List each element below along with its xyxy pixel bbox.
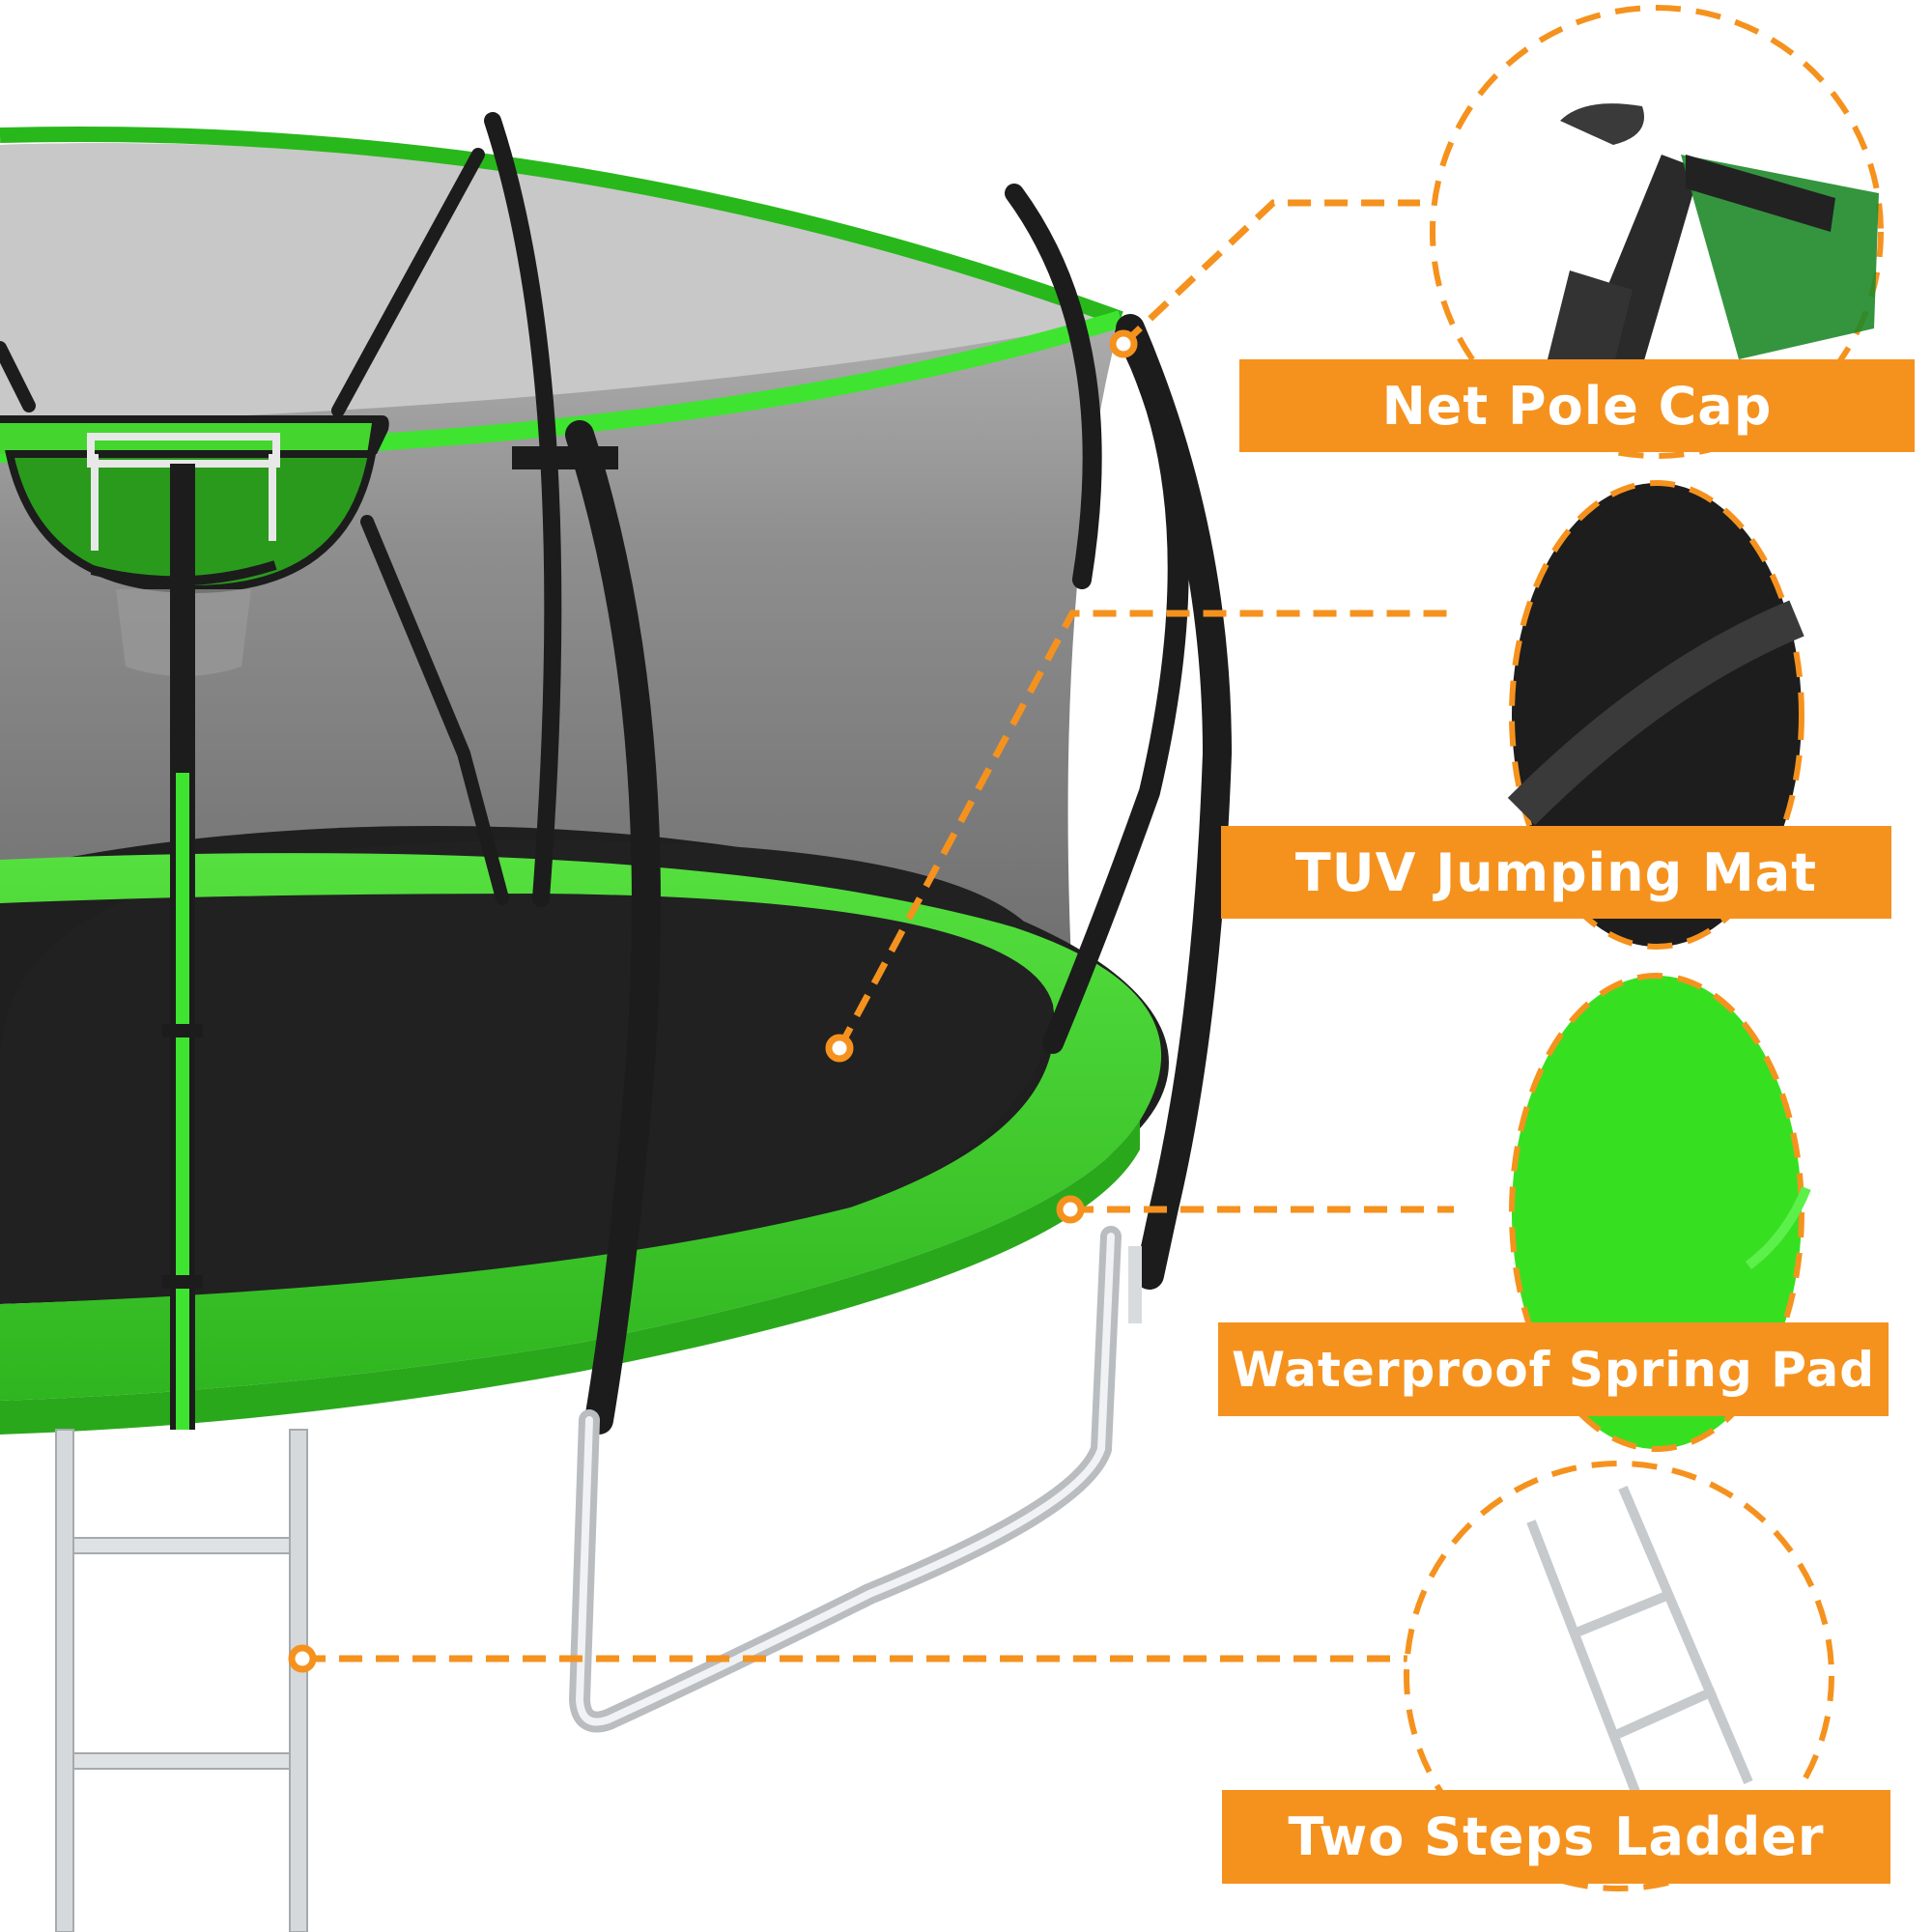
net-poles [0,112,1233,1435]
center-pole [162,464,203,1430]
jumping-mat [0,826,1169,1304]
spring-pad [0,853,1162,1435]
steel-legs [568,1226,1142,1733]
closeup-ladder [1404,1461,1834,1891]
callout-anchors [288,329,1138,1673]
trampoline-ladder [55,1429,308,1932]
mat-anchor-dot [825,1034,854,1063]
net-pole-cap-anchor-dot [1109,329,1138,358]
pad-anchor-dot [1056,1195,1085,1224]
label-tuv-jumping-mat-text: TUV Jumping Mat [1294,841,1818,903]
closeup-net-pole-cap [1430,5,1884,459]
label-two-steps-ladder: Two Steps Ladder [1222,1790,1890,1884]
label-two-steps-ladder-text: Two Steps Ladder [1288,1806,1825,1867]
label-tuv-jumping-mat: TUV Jumping Mat [1221,826,1891,919]
label-net-pole-cap: Net Pole Cap [1239,359,1915,452]
label-net-pole-cap-text: Net Pole Cap [1381,375,1773,437]
label-waterproof-spring-pad: Waterproof Spring Pad [1218,1322,1889,1416]
ladder-anchor-dot [288,1644,317,1673]
callout-leaders [302,199,1454,1662]
label-waterproof-spring-pad-text: Waterproof Spring Pad [1231,1341,1876,1398]
